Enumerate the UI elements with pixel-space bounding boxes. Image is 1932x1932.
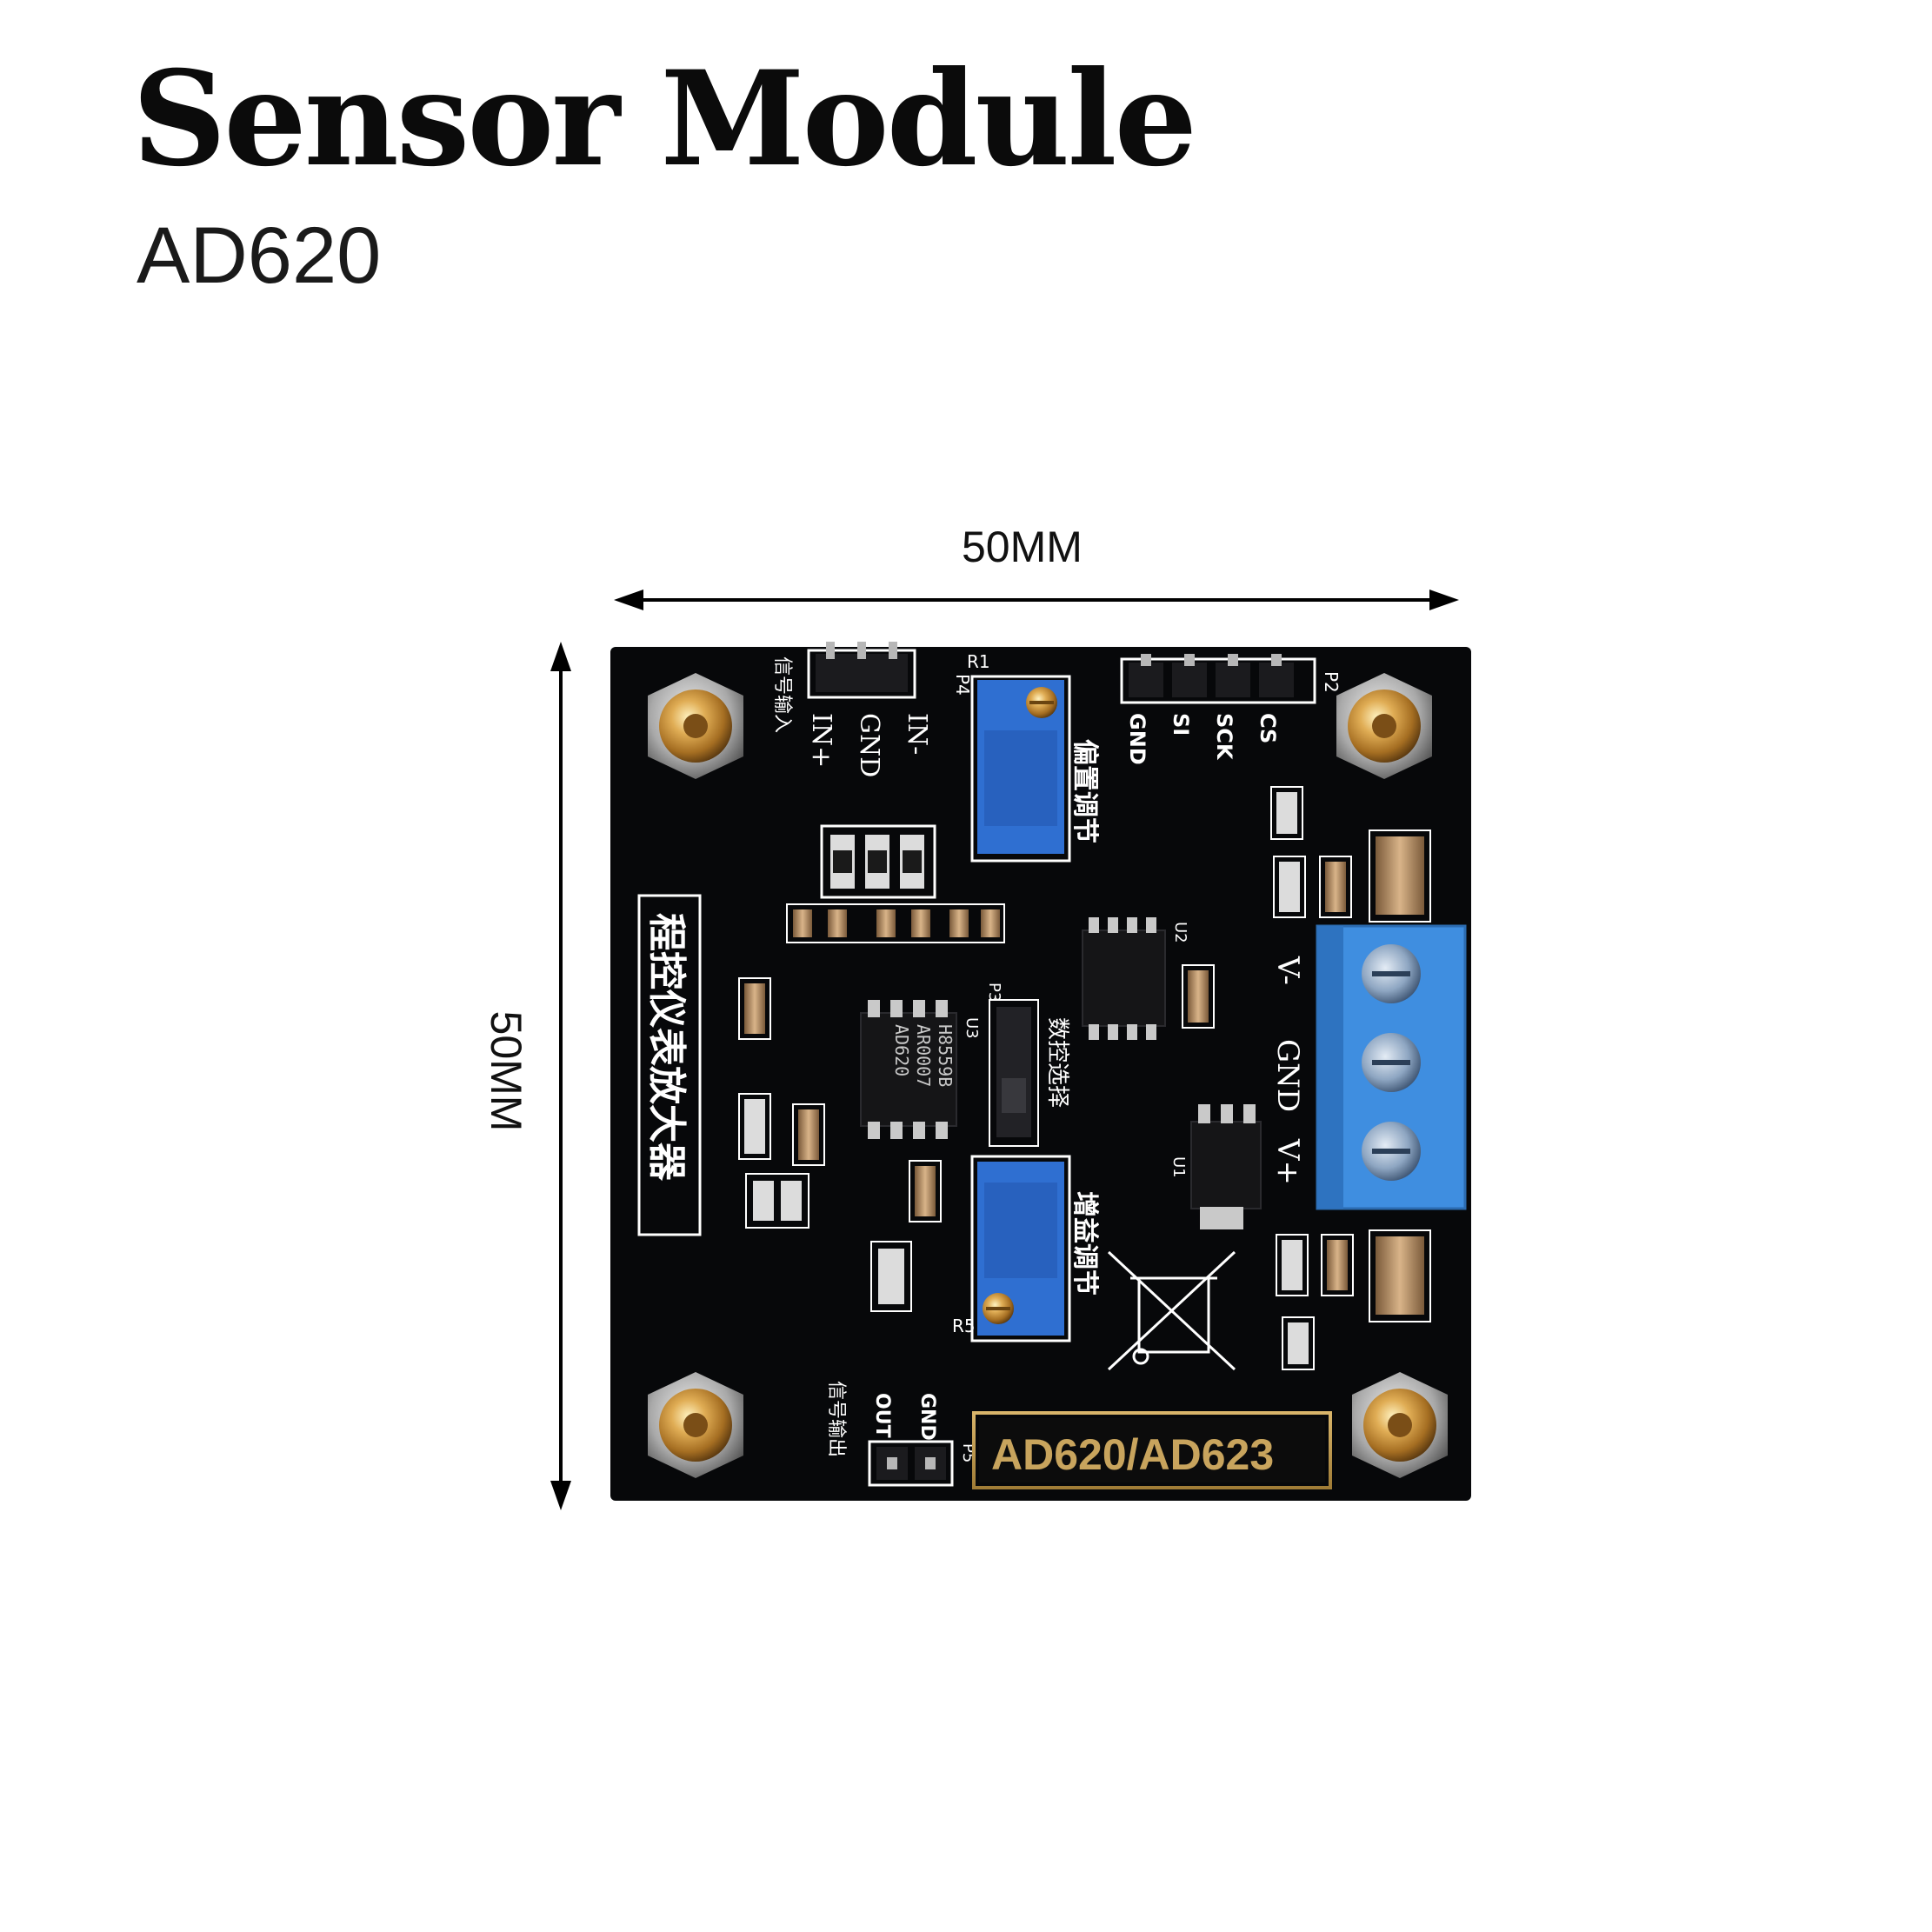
jumper-p3: P3 数控选择 [985, 983, 1070, 1147]
weee-bin-icon [1107, 1250, 1236, 1371]
trimmer-offset-ref: R1 [967, 651, 990, 672]
spi-pin-cs: CS [1256, 713, 1280, 743]
input-pin-in-plus: IN+ [806, 713, 836, 768]
chip-u3-mark-1: AD620 [891, 1024, 912, 1076]
output-pin-out: OUT [871, 1393, 893, 1438]
spi-pin-sck: SCK [1212, 713, 1236, 761]
trimmer-offset-label: 偏置调节 [1069, 739, 1100, 843]
input-header-ref: P4 [952, 674, 973, 696]
output-header-label: 信号输出 [825, 1381, 847, 1457]
chip-u1-ref: U1 [1169, 1156, 1188, 1178]
spi-pin-si: SI [1169, 713, 1193, 736]
capacitor-row [786, 903, 1005, 943]
chip-u2: U2 [1082, 917, 1189, 1040]
smd-parts-left [738, 977, 942, 1312]
width-dimension-arrow [614, 590, 1459, 610]
input-header: P4 信号输入 IN+ GND IN- [771, 642, 973, 777]
input-header-label: 信号输入 [771, 656, 793, 733]
trimmer-offset: R1 偏置调节 [967, 651, 1100, 863]
resistor-array [820, 824, 936, 899]
power-terminal: V- GND V+ [1270, 924, 1467, 1210]
width-dimension-label: 50MM [962, 523, 1083, 571]
trimmer-gain-ref: R5 [952, 1316, 976, 1336]
mounting-hole-top-right [1336, 673, 1432, 779]
spi-header-ref: P2 [1321, 671, 1342, 693]
chip-u3-ad620: AD620 AR0007 H8559B U3 [860, 1000, 981, 1139]
mounting-hole-bottom-right [1352, 1372, 1448, 1478]
height-dimension-arrow [550, 642, 571, 1510]
smd-parts-right [1182, 786, 1431, 1370]
mounting-hole-top-left [648, 673, 743, 779]
power-pin-v-minus: V- [1270, 956, 1305, 985]
pcb-board [610, 647, 1471, 1501]
chip-u3-mark-3: H8559B [935, 1024, 956, 1087]
input-pin-in-minus: IN- [902, 713, 932, 755]
board-title-box: 程控仪表放大器 [637, 894, 702, 1236]
board-name-plate: AD620/AD623 [972, 1411, 1332, 1489]
trimmer-gain: R5 增益调节 [952, 1155, 1100, 1342]
power-pin-gnd: GND [1270, 1039, 1305, 1112]
page-subtitle: AD620 [137, 211, 382, 300]
chip-u3-ref: U3 [963, 1017, 981, 1039]
output-pin-gnd: GND [916, 1393, 938, 1441]
board-name-plate-text: AD620/AD623 [991, 1430, 1274, 1479]
board-vertical-title: 程控仪表放大器 [644, 913, 689, 1182]
jumper-p3-label: 数控选择 [1044, 1017, 1070, 1108]
mounting-hole-bottom-left [648, 1372, 743, 1478]
input-pin-gnd: GND [854, 713, 884, 777]
chip-u2-ref: U2 [1171, 922, 1189, 943]
page-title: Sensor Module [132, 43, 1197, 196]
power-pin-v-plus: V+ [1270, 1138, 1305, 1185]
spi-pin-gnd: GND [1125, 713, 1149, 765]
jumper-p3-ref: P3 [985, 983, 1003, 1002]
chip-u1-regulator: U1 [1169, 1104, 1262, 1229]
trimmer-gain-label: 增益调节 [1069, 1191, 1100, 1296]
chip-u3-mark-2: AR0007 [913, 1024, 934, 1087]
spi-header: P2 GND SI SCK CS [1120, 654, 1342, 765]
